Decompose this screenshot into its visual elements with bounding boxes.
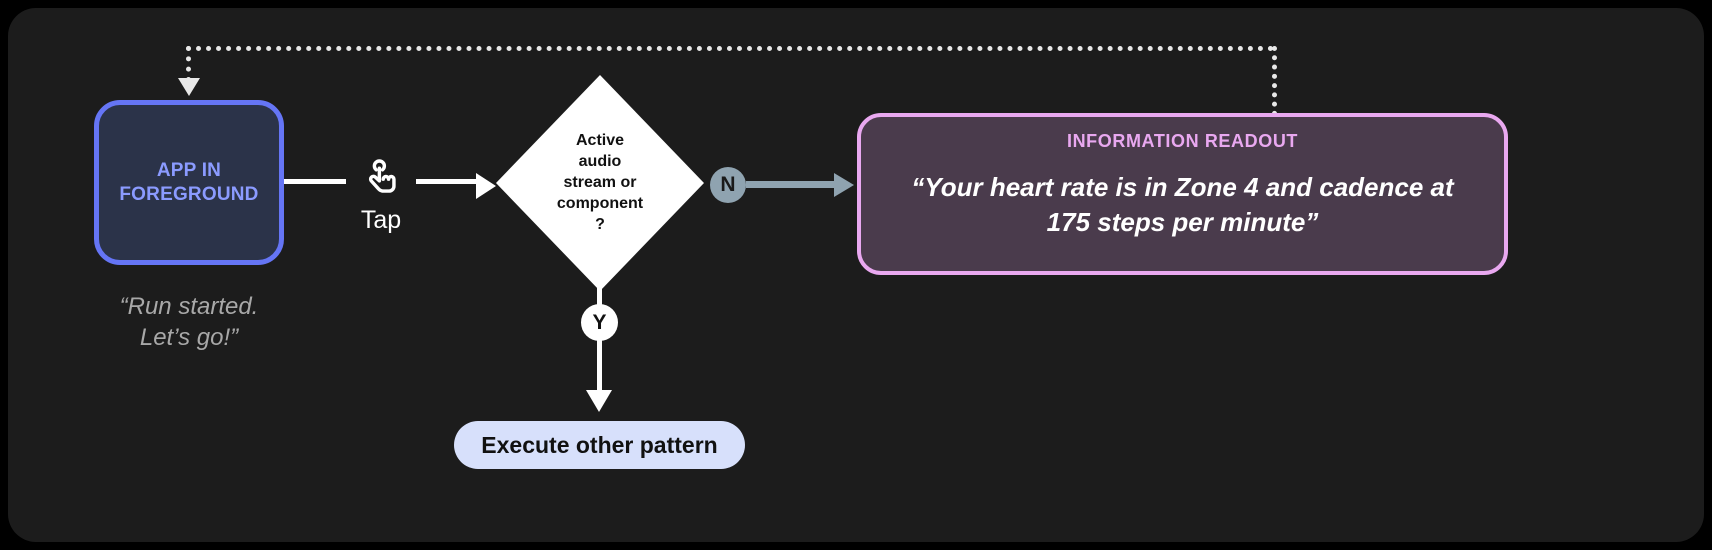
app-caption: “Run started.Let’s go!”: [119, 293, 259, 352]
readout-body-line2: 175 steps per minute”: [1046, 207, 1319, 238]
connector-yes-arrowhead: [586, 390, 612, 412]
connector-yes-line: [597, 340, 602, 392]
branch-badge-no: N: [710, 167, 746, 203]
connector-no-arrowhead: [834, 173, 854, 197]
app-box-label-line2: FOREGROUND: [119, 183, 259, 205]
readout-body: “Your heart rate is in Zone 4 and cadenc…: [887, 170, 1478, 240]
app-box-label: APP IN FOREGROUND: [119, 159, 258, 207]
readout-title: INFORMATION READOUT: [1066, 131, 1299, 151]
diagram-canvas: APP IN FOREGROUND “Run started.Let’s go!…: [8, 8, 1704, 542]
node-decision-audio-stream[interactable]: Active audio stream or component ?: [496, 75, 704, 291]
connector-tap-to-decision: [416, 179, 478, 184]
execute-pill-label: Execute other pattern: [481, 431, 718, 458]
decision-label: Active audio stream or component ?: [496, 130, 704, 236]
decision-label-line2: audio: [578, 153, 622, 171]
gesture-tap-label: Tap: [360, 206, 402, 234]
branch-badge-yes: Y: [581, 304, 618, 341]
feedback-loop-right-segment: [1272, 46, 1277, 116]
connector-no-line: [746, 181, 836, 188]
node-information-readout[interactable]: INFORMATION READOUT “Your heart rate is …: [857, 113, 1508, 275]
decision-label-line3: stream or: [563, 174, 637, 192]
connector-app-to-tap: [284, 179, 346, 184]
app-box-label-line1: APP IN: [156, 159, 222, 181]
tap-hand-icon: [368, 159, 396, 193]
connector-decision-arrowhead: [476, 173, 496, 199]
feedback-loop-left-segment: [186, 46, 191, 82]
connector-yes-stub: [597, 288, 602, 306]
decision-label-line4: component: [556, 195, 644, 213]
gesture-tap: Tap: [348, 156, 414, 235]
feedback-loop-top-segment: [186, 46, 1274, 51]
decision-label-line5: ?: [595, 216, 605, 234]
readout-body-line1: “Your heart rate is in Zone 4 and cadenc…: [911, 172, 1454, 202]
decision-label-line1: Active: [575, 132, 625, 150]
node-app-in-foreground[interactable]: APP IN FOREGROUND: [94, 100, 284, 265]
node-execute-other-pattern[interactable]: Execute other pattern: [454, 421, 745, 469]
feedback-loop-arrowhead: [178, 78, 200, 96]
